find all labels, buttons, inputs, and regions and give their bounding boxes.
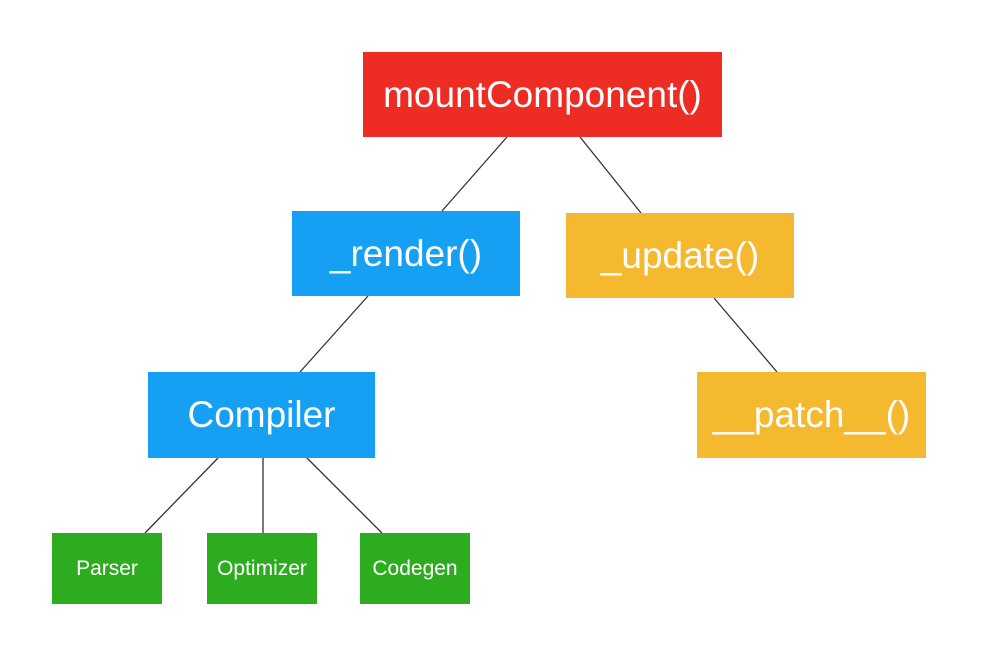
edge-compiler-codegen	[306, 457, 383, 534]
edge-update-patch	[713, 297, 778, 373]
node-codegen: Codegen	[360, 533, 470, 604]
node-mount-component: mountComponent()	[363, 52, 722, 137]
edge-compiler-parser	[144, 457, 219, 534]
edge-mount-update	[579, 136, 642, 214]
node-update: _update()	[566, 213, 794, 298]
node-optimizer: Optimizer	[207, 533, 317, 604]
node-render: _render()	[292, 211, 520, 296]
edge-render-compiler	[299, 295, 369, 373]
edge-mount-render	[441, 136, 508, 212]
node-parser: Parser	[52, 533, 162, 604]
node-patch: __patch__()	[697, 372, 926, 458]
node-compiler: Compiler	[148, 372, 375, 458]
